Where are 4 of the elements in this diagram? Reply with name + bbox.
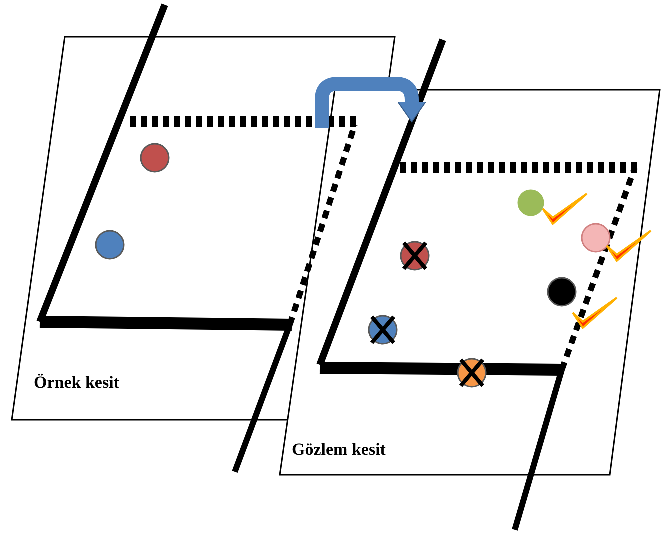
section-plane [280, 90, 660, 475]
section-label: Gözlem kesit [292, 440, 386, 460]
curved-arrow [315, 77, 426, 128]
section-label: Örnek kesit [34, 373, 120, 393]
